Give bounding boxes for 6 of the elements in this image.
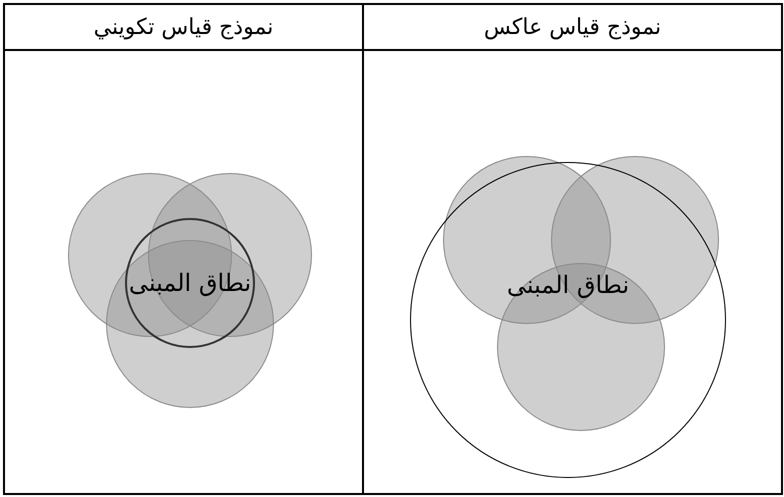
outline-circle	[410, 162, 726, 478]
scope-label: نطاق المبنى	[128, 269, 252, 297]
outline-circle	[125, 218, 255, 348]
column-header: نموذج قياس عاكس	[484, 14, 662, 40]
scope-label: نطاق المبنى	[506, 271, 630, 300]
column-header: نموذج قياس تكويني	[94, 14, 274, 40]
